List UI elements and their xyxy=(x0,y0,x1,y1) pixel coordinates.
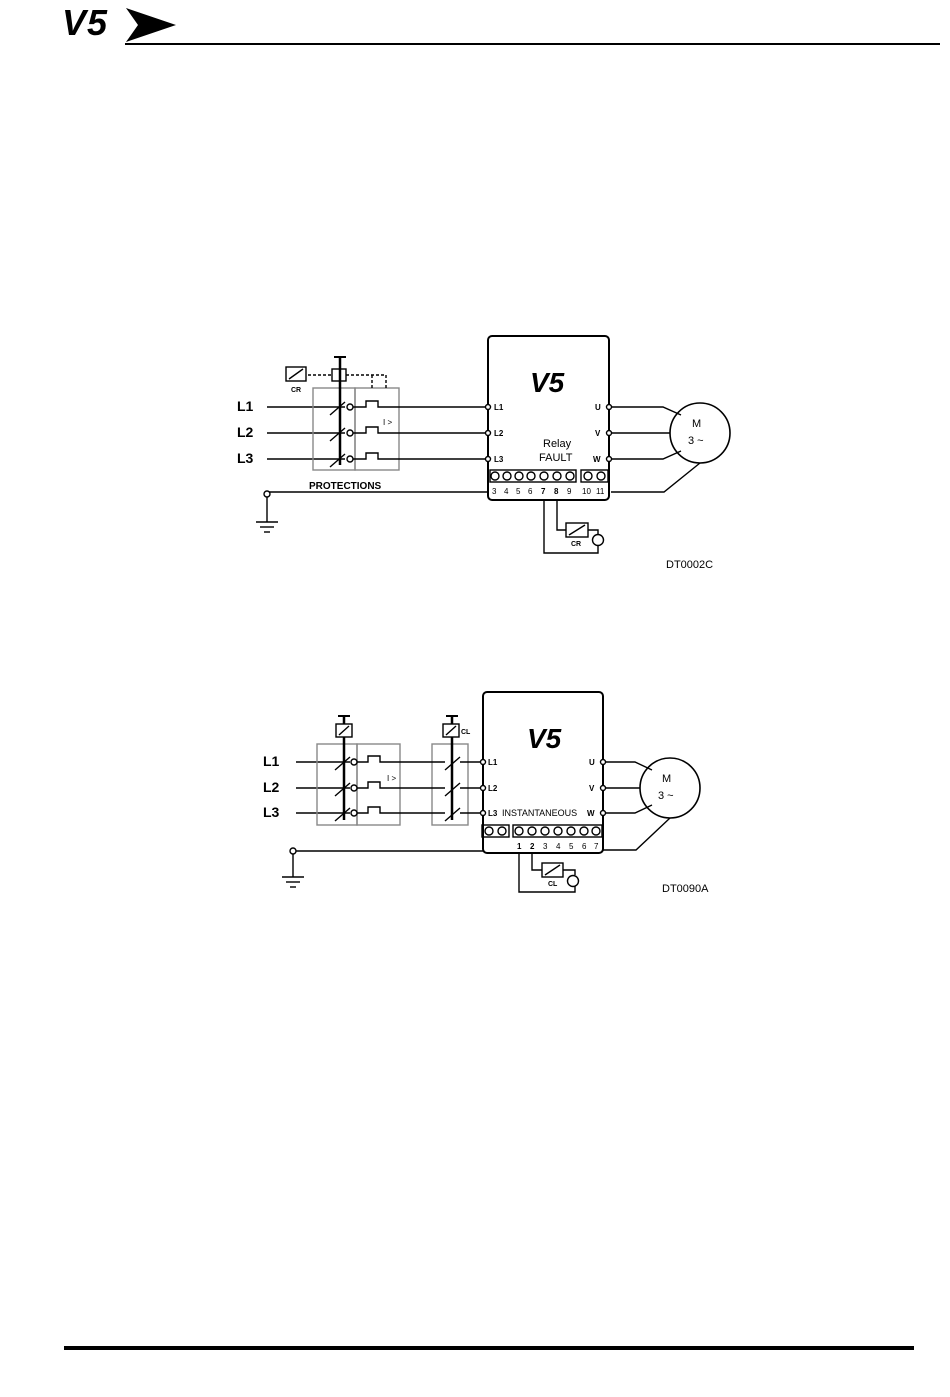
line-label-l1: L1 xyxy=(237,398,254,414)
line-label-l1: L1 xyxy=(263,753,280,769)
terminal-number: 6 xyxy=(582,842,587,851)
instantaneous-label: INSTANTANEOUS xyxy=(502,808,577,818)
coil-label: CR xyxy=(571,541,581,548)
terminal-number: 10 xyxy=(582,487,591,496)
input-terminal-l3: L3 xyxy=(494,455,504,464)
drive-title: V5 xyxy=(530,367,565,398)
wiring-diagram-2: L1 L2 L3 V5 L1 L2 L3 U V W INSTANTANEOUS… xyxy=(0,600,950,920)
overcurrent-label: I > xyxy=(383,418,392,427)
wiring-diagram-1: L1 L2 L3 V5 L1 L2 L3 U V W Relay FAULT 3… xyxy=(0,0,950,600)
diagram-code: DT0090A xyxy=(662,883,709,895)
terminal-number: 6 xyxy=(528,487,533,496)
output-terminal-u: U xyxy=(589,758,595,767)
diagram-code: DT0002C xyxy=(666,559,713,571)
input-terminal-l1: L1 xyxy=(488,758,498,767)
terminal-number: 11 xyxy=(596,487,605,496)
output-terminal-w: W xyxy=(593,455,601,464)
protections-label: PROTECTIONS xyxy=(309,481,382,492)
input-terminal-l2: L2 xyxy=(488,784,498,793)
line-label-l2: L2 xyxy=(237,424,254,440)
contactor-label: CL xyxy=(461,729,471,736)
terminal-number: 9 xyxy=(567,487,572,496)
relay-label: Relay xyxy=(543,438,572,450)
input-terminal-l3: L3 xyxy=(488,809,498,818)
line-label-l2: L2 xyxy=(263,779,280,795)
terminal-number: 4 xyxy=(556,842,561,851)
output-terminal-v: V xyxy=(595,429,601,438)
terminal-number: 5 xyxy=(516,487,521,496)
motor-phase-label: 3 ~ xyxy=(688,435,704,447)
terminal-number: 1 xyxy=(517,842,522,851)
output-terminal-v: V xyxy=(589,784,595,793)
terminal-number: 2 xyxy=(530,842,535,851)
terminal-number: 7 xyxy=(594,842,599,851)
footer-rule xyxy=(64,1346,914,1350)
coil-label: CL xyxy=(548,881,558,888)
terminal-number: 8 xyxy=(554,487,559,496)
contactor-label: CR xyxy=(291,387,301,394)
line-label-l3: L3 xyxy=(237,450,254,466)
motor-label: M xyxy=(662,773,671,785)
motor-phase-label: 3 ~ xyxy=(658,790,674,802)
output-terminal-w: W xyxy=(587,809,595,818)
terminal-number: 4 xyxy=(504,487,509,496)
motor-label: M xyxy=(692,418,701,430)
overcurrent-label: I > xyxy=(387,774,396,783)
fault-label: FAULT xyxy=(539,452,573,464)
drive-title: V5 xyxy=(527,723,562,754)
output-terminal-u: U xyxy=(595,403,601,412)
line-label-l3: L3 xyxy=(263,804,280,820)
terminal-number: 3 xyxy=(492,487,497,496)
input-terminal-l2: L2 xyxy=(494,429,504,438)
terminal-number: 5 xyxy=(569,842,574,851)
input-terminal-l1: L1 xyxy=(494,403,504,412)
terminal-number: 7 xyxy=(541,487,546,496)
terminal-number: 3 xyxy=(543,842,548,851)
